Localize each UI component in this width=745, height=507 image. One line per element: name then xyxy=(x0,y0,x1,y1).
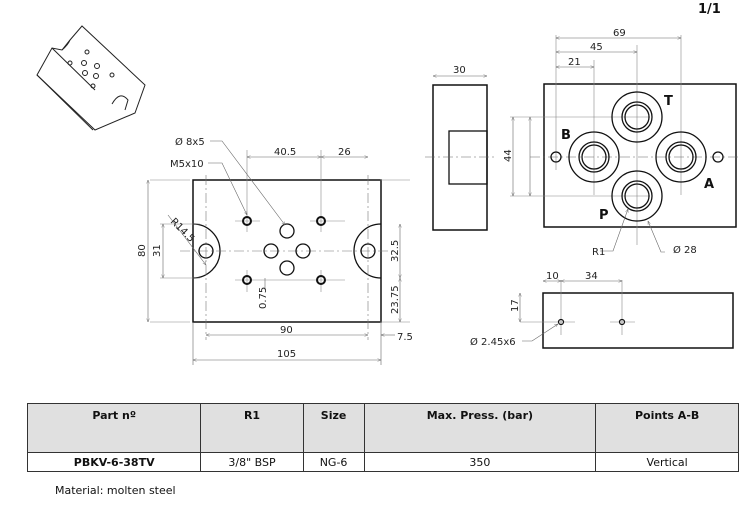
top-dim-44: 44 xyxy=(503,149,514,162)
front-dim-hole-dia: Ø 8x5 xyxy=(175,136,205,148)
table-header-row: Part nº R1 Size Max. Press. (bar) Points… xyxy=(26,403,739,453)
cell-points: Vertical xyxy=(595,452,739,472)
front-dim-0-75: 0.75 xyxy=(258,287,269,309)
bottom-dim-17: 17 xyxy=(510,299,521,312)
top-view: 69 45 21 44 R1 Ø 28 T B A P xyxy=(503,28,740,258)
top-dim-21: 21 xyxy=(568,57,581,68)
front-dim-thread: M5x10 xyxy=(170,159,204,170)
material-note: Material: molten steel xyxy=(55,484,176,497)
bottom-dim-10: 10 xyxy=(546,271,559,282)
front-dim-7-5: 7.5 xyxy=(397,332,413,343)
front-dim-105: 105 xyxy=(277,349,296,360)
side-dim-30: 30 xyxy=(453,65,466,76)
front-dim-23-75: 23.75 xyxy=(390,285,401,314)
spec-table: Part nº R1 Size Max. Press. (bar) Points… xyxy=(26,403,739,472)
front-dim-31: 31 xyxy=(152,244,163,257)
top-dim-69: 69 xyxy=(613,28,626,39)
side-view: 30 xyxy=(425,65,495,231)
header-points: Points A-B xyxy=(595,403,739,453)
cell-max-press: 350 xyxy=(363,452,597,472)
front-dim-26: 26 xyxy=(338,147,351,158)
top-dim-dia-28: Ø 28 xyxy=(673,244,697,256)
front-view: Ø 8x5 M5x10 40.5 26 80 31 R14.5 32.5 23.… xyxy=(137,136,413,365)
table-row: PBKV-6-38TV 3/8" BSP NG-6 350 Vertical xyxy=(26,452,739,472)
front-dim-90: 90 xyxy=(280,325,293,336)
front-dim-radius: R14.5 xyxy=(168,216,196,244)
isometric-view xyxy=(36,25,146,131)
port-label-t: T xyxy=(664,94,673,109)
bottom-dim-hole: Ø 2.45x6 xyxy=(470,336,516,348)
bottom-dim-34: 34 xyxy=(585,271,598,282)
front-dim-80: 80 xyxy=(137,244,148,257)
port-label-b: B xyxy=(561,128,571,143)
front-dim-40-5: 40.5 xyxy=(274,147,296,158)
cell-size: NG-6 xyxy=(302,452,365,472)
header-r1: R1 xyxy=(200,403,304,453)
technical-drawing: Ø 8x5 M5x10 40.5 26 80 31 R14.5 32.5 23.… xyxy=(36,25,740,365)
header-max-press: Max. Press. (bar) xyxy=(363,403,597,453)
front-dim-32-5: 32.5 xyxy=(390,240,401,262)
port-label-p: P xyxy=(599,208,609,223)
cell-part-no: PBKV-6-38TV xyxy=(26,452,202,472)
page-number: 1/1 xyxy=(698,2,721,17)
cell-r1: 3/8" BSP xyxy=(200,452,304,472)
port-label-a: A xyxy=(704,177,714,192)
header-size: Size xyxy=(302,403,365,453)
top-dim-45: 45 xyxy=(590,42,603,53)
header-part-no: Part nº xyxy=(26,403,202,453)
top-dim-r1: R1 xyxy=(592,247,605,258)
bottom-view: 10 34 17 Ø 2.45x6 xyxy=(470,271,734,349)
